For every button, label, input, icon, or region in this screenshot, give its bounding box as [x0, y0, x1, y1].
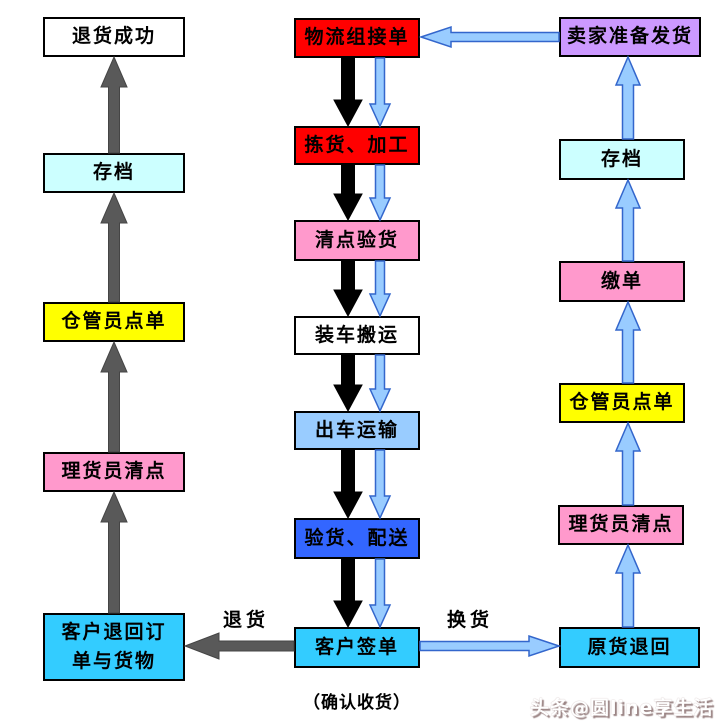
flow-node-archive-left: 存档 [43, 153, 185, 193]
flow-node-customer-return-order-goods: 客户退回订 单与货物 [43, 613, 185, 681]
flow-node-picking-processing: 拣货、加工 [294, 126, 420, 165]
arrow-archive-to-seller [614, 55, 642, 140]
arrow-blue-loading-to-transport [368, 354, 392, 413]
caption-confirm-receipt: （确认收货） [303, 693, 411, 713]
arrow-customer-return-to-tally-left [100, 490, 128, 614]
flow-node-logistics-team-accept-order: 物流组接单 [294, 18, 420, 58]
arrow-sign-to-customer-return [183, 632, 295, 660]
arrow-black-inspect-to-sign [333, 558, 363, 629]
arrow-return-to-tally-right [614, 543, 642, 628]
arrow-tally-to-warehouse-left [100, 340, 128, 453]
flow-node-archive-right: 存档 [559, 139, 685, 180]
flow-node-count-inspect-goods: 清点验货 [294, 220, 420, 261]
arrow-black-picking-to-count [333, 164, 363, 222]
arrow-submit-to-archive-right [614, 178, 642, 262]
arrow-black-transport-to-inspect [333, 449, 363, 520]
arrow-blue-transport-to-inspect [368, 449, 392, 520]
arrow-seller-to-logistics [418, 25, 560, 49]
flow-node-loading-handling: 装车搬运 [294, 316, 420, 355]
arrow-black-loading-to-transport [333, 354, 363, 413]
arrow-black-count-to-loading [333, 260, 363, 318]
arrow-blue-accept-to-picking [368, 57, 392, 128]
flow-node-seller-prepare-shipment: 卖家准备发货 [559, 17, 701, 57]
arrow-sign-to-original-return [419, 634, 562, 658]
arrow-archive-to-return-success [100, 55, 128, 154]
flow-node-customer-sign: 客户签单 [294, 627, 420, 668]
arrow-blue-picking-to-count [368, 164, 392, 222]
watermark-toutiao: 头条@圆line享生活 [530, 697, 714, 719]
arrow-warehouse-to-archive-left [100, 191, 128, 303]
flow-node-warehouse-clerk-check-left: 仓管员点单 [43, 302, 185, 342]
flow-node-warehouse-clerk-check-right: 仓管员点单 [559, 383, 685, 423]
arrow-black-accept-to-picking [333, 57, 363, 128]
arrow-blue-inspect-to-sign [368, 558, 392, 629]
flow-node-tally-clerk-count-right: 理货员清点 [558, 505, 684, 545]
flow-node-inspect-delivery: 验货、配送 [294, 518, 420, 559]
arrow-warehouse-to-submit [614, 300, 642, 384]
flow-node-original-goods-return: 原货退回 [559, 627, 700, 668]
flow-node-tally-clerk-count-left: 理货员清点 [43, 452, 185, 492]
flow-node-truck-transport: 出车运输 [294, 411, 420, 450]
arrow-blue-count-to-loading [368, 260, 392, 318]
edge-label-exchange: 换货 [446, 609, 493, 631]
flow-node-submit-order: 缴单 [559, 261, 685, 302]
edge-label-return: 退货 [222, 609, 269, 631]
arrow-tally-to-warehouse-right [614, 421, 642, 506]
flow-node-return-success: 退货成功 [43, 17, 185, 57]
